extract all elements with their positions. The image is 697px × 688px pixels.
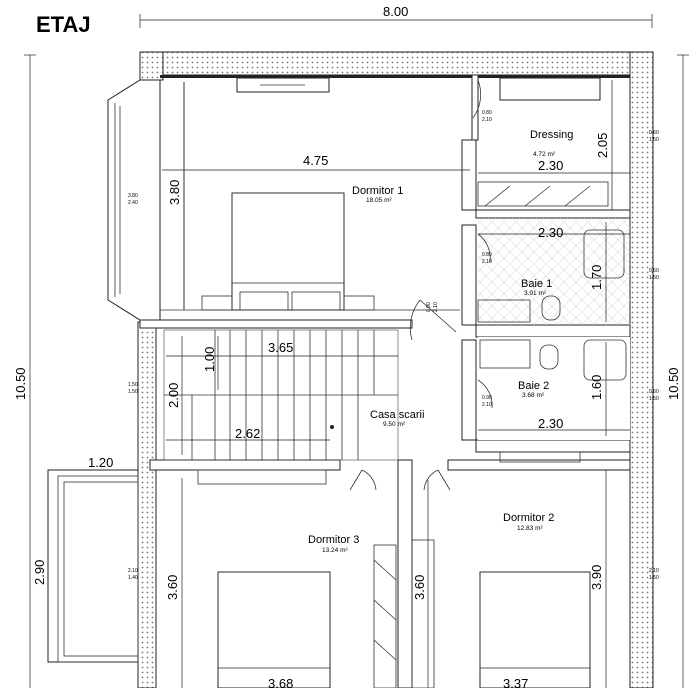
- overall-width-label: 8.00: [383, 4, 408, 19]
- stair-width-label: 3.65: [268, 340, 293, 355]
- wardrobe: [477, 181, 609, 207]
- bathtub-baie2: [479, 339, 531, 369]
- dormitor1-name: Dormitor 1: [352, 185, 403, 197]
- door-label: 0.90: [482, 395, 492, 401]
- dressing-height-label: 2.05: [595, 133, 610, 158]
- window-label: 0.60: [649, 389, 659, 395]
- balcony: 1.20 2.90 2.10 1.40: [32, 455, 139, 663]
- bathtub-baie1: [477, 299, 531, 323]
- balcony-height-label: 2.90: [32, 560, 47, 585]
- door-label: 0.80: [482, 252, 492, 258]
- window-label: 1.50: [128, 389, 138, 395]
- window-label: 2.40: [128, 200, 138, 206]
- room-baie1: 2.30 1.70 Baie 1 3.91 m² 0.80 2.10 0.60 …: [477, 218, 659, 325]
- overall-height-left-label: 10.50: [13, 367, 28, 400]
- window-dormitor2: [499, 451, 581, 463]
- dormitor1-width-label: 4.75: [303, 153, 328, 168]
- dormitor2-area: 12.83 m²: [517, 525, 543, 532]
- nightstand: [201, 295, 233, 311]
- dressing-name: Dressing: [530, 129, 573, 141]
- window-label: 1.50: [128, 382, 138, 388]
- dormitor3-width-label: 3.68: [268, 676, 293, 688]
- dormitor2-height-label: 3.90: [589, 565, 604, 590]
- baie2-name: Baie 2: [518, 380, 549, 392]
- dormitor1-area: 18.05 m²: [366, 197, 392, 204]
- shower-baie2: [583, 339, 627, 381]
- baie1-width-label: 2.30: [538, 225, 563, 240]
- room-dressing: Dressing 4.72 m² 2.30 2.05 0.80 2.10 0.6…: [472, 79, 659, 210]
- room-casa-scarii: 3.65 1.00 2.00 2.62 Casa scarii 9.50 m² …: [163, 299, 457, 491]
- dressing-area: 4.72 m²: [533, 151, 556, 158]
- window-label: 1.40: [128, 575, 138, 581]
- window-label: 1.50: [649, 396, 659, 402]
- corridor-closet: 3.60: [373, 480, 435, 688]
- baie1-height-label: 1.70: [589, 265, 604, 290]
- window-dormitor3: [197, 469, 327, 485]
- room-dormitor1: 4.75 3.80 Dormitor 1 18.05 m²: [162, 82, 470, 311]
- overall-height-right-dimension: 10.50: [666, 54, 689, 688]
- stair-step-label: 1.00: [202, 347, 217, 372]
- baie2-height-label: 1.60: [589, 375, 604, 400]
- baie2-area: 3.68 m²: [522, 392, 545, 399]
- window-label: 3.80: [128, 193, 138, 199]
- baie1-area: 3.91 m²: [524, 290, 547, 297]
- toilet-baie2: [539, 344, 559, 370]
- exterior-walls: [137, 51, 654, 688]
- shower-baie1: [583, 229, 625, 279]
- room-dormitor3: Dormitor 3 13.24 m² 3.60 3.68: [165, 469, 359, 688]
- dormitor1-height-label: 3.80: [167, 180, 182, 205]
- toilet-baie1: [541, 295, 561, 321]
- window-top-dressing: [499, 77, 601, 101]
- dormitor3-name: Dormitor 3: [308, 534, 359, 546]
- door-label: 2.10: [482, 117, 492, 123]
- casa-scarii-area: 9.50 m²: [383, 421, 406, 428]
- casa-scarii-name: Casa scarii: [370, 409, 424, 421]
- window-label: 0.60: [649, 130, 659, 136]
- baie1-name: Baie 1: [521, 278, 552, 290]
- window-label: 2.10: [649, 568, 659, 574]
- baie2-width-label: 2.30: [538, 416, 563, 431]
- window-label: 2.10: [128, 568, 138, 574]
- overall-height-right-label: 10.50: [666, 367, 681, 400]
- door-label: 2.10: [482, 402, 492, 408]
- door-label: 2.10: [433, 302, 439, 312]
- dormitor3-area: 13.24 m²: [322, 547, 348, 554]
- plan-title: ETAJ: [36, 12, 91, 37]
- overall-width-dimension: 8.00: [139, 4, 653, 28]
- stair-landing-label: 2.62: [235, 426, 260, 441]
- dressing-width-label: 2.30: [538, 158, 563, 173]
- dormitor3-height-label: 3.60: [165, 575, 180, 600]
- nightstand: [343, 295, 375, 311]
- corridor-height-label: 3.60: [412, 575, 427, 600]
- bed-dormitor3: [217, 571, 331, 688]
- window-label: 0.60: [649, 268, 659, 274]
- window-label: 1.50: [649, 275, 659, 281]
- door-label: 0.90: [426, 302, 432, 312]
- room-dormitor2: Dormitor 2 12.83 m² 3.90 3.37 2.10 1.50: [479, 451, 659, 688]
- bay-window: 3.80 2.40: [107, 79, 161, 321]
- dormitor2-width-label: 3.37: [503, 676, 528, 688]
- window-label: 1.50: [649, 575, 659, 581]
- room-baie2: Baie 2 3.68 m² 1.60 2.30 0.90 2.10 0.60 …: [128, 337, 659, 440]
- stair-height-label: 2.00: [166, 383, 181, 408]
- stair-treads: [164, 330, 398, 460]
- bed-dormitor2: [479, 571, 591, 688]
- door-label: 0.80: [482, 110, 492, 116]
- overall-height-left-dimension: 10.50: [13, 54, 36, 688]
- interior-walls: [139, 74, 631, 688]
- window-label: 1.50: [649, 137, 659, 143]
- balcony-width-label: 1.20: [88, 455, 113, 470]
- door-label: 2.10: [482, 259, 492, 265]
- dormitor2-name: Dormitor 2: [503, 512, 554, 524]
